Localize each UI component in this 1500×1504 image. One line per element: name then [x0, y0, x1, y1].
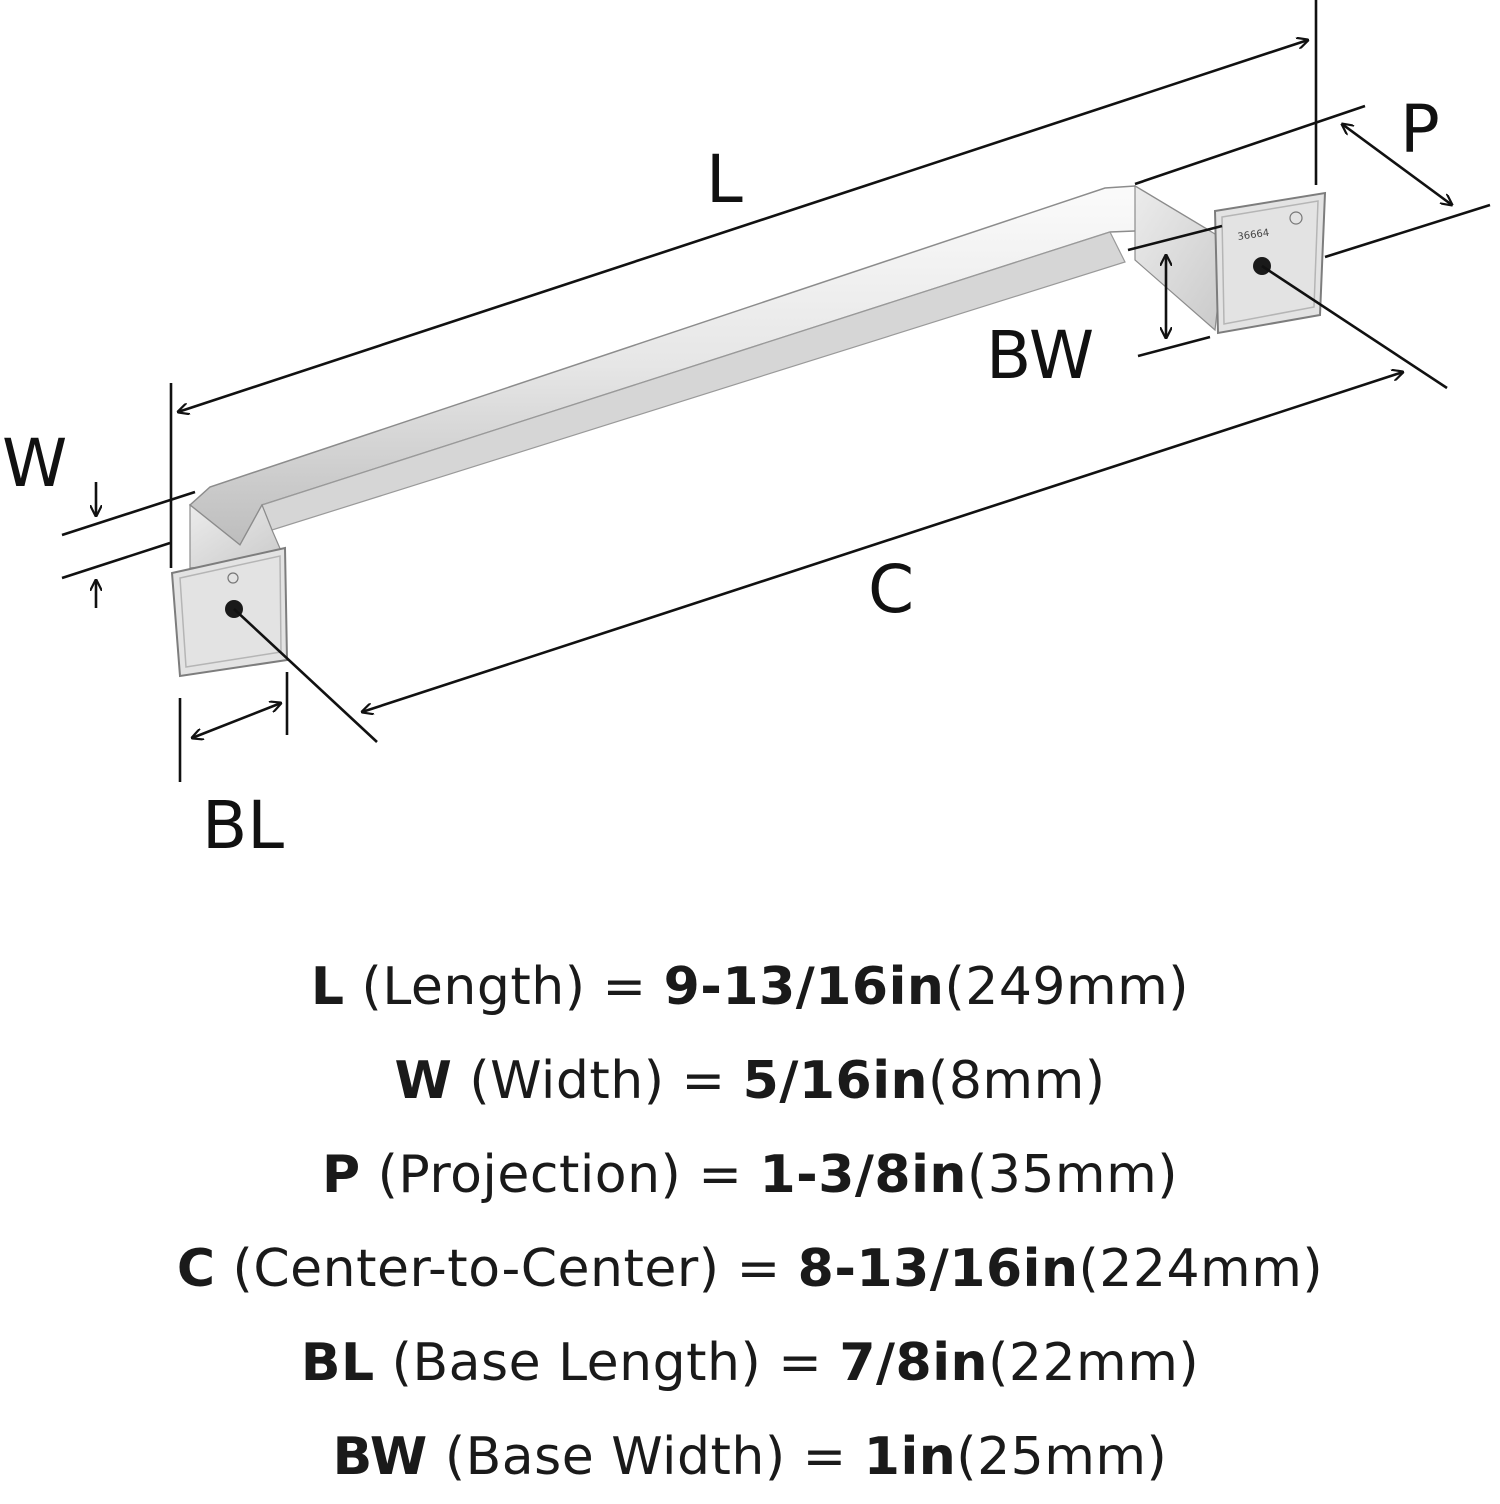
- label-W: W: [2, 425, 67, 502]
- spec-imperial: 5/16in: [742, 1051, 929, 1111]
- C-dimension-line: [362, 372, 1403, 712]
- L-dimension-line: [178, 40, 1308, 412]
- spec-line-projection: P (Projection) = 1-3/8in(35mm): [0, 1128, 1500, 1222]
- label-P: P: [1400, 91, 1440, 168]
- label-BL: BL: [202, 787, 284, 864]
- spec-line-length: L (Length) = 9-13/16in(249mm): [0, 940, 1500, 1034]
- spec-line-width: W (Width) = 5/16in(8mm): [0, 1034, 1500, 1128]
- spec-line-base-length: BL (Base Length) = 7/8in(22mm): [0, 1316, 1500, 1410]
- cabinet-handle: 36664: [170, 184, 1327, 678]
- handle-dimension-drawing: 36664 L C P BW W: [2, 0, 1491, 864]
- spec-imperial: 8-13/16in: [797, 1239, 1079, 1299]
- spec-name: (Width) =: [452, 1051, 743, 1111]
- spec-line-base-width: BW (Base Width) = 1in(25mm): [0, 1410, 1500, 1504]
- spec-code: W: [394, 1051, 453, 1111]
- spec-metric: (35mm): [966, 1145, 1179, 1205]
- spec-name: (Projection) =: [360, 1145, 760, 1205]
- label-BW: BW: [986, 317, 1094, 394]
- spec-line-center-to-center: C (Center-to-Center) = 8-13/16in(224mm): [0, 1222, 1500, 1316]
- spec-metric: (22mm): [988, 1333, 1200, 1393]
- label-L: L: [706, 141, 743, 218]
- dimension-spec-list: L (Length) = 9-13/16in(249mm) W (Width) …: [0, 940, 1500, 1504]
- spec-imperial: 1in: [863, 1427, 957, 1487]
- label-C: C: [868, 551, 914, 628]
- spec-name: (Base Width) =: [427, 1427, 864, 1487]
- spec-metric: (249mm): [944, 957, 1190, 1017]
- handle-right-leg: [1134, 184, 1226, 332]
- spec-imperial: 7/8in: [839, 1333, 989, 1393]
- spec-code: BW: [332, 1427, 428, 1487]
- spec-name: (Length) =: [344, 957, 664, 1017]
- spec-metric: (224mm): [1078, 1239, 1324, 1299]
- spec-code: BL: [300, 1333, 375, 1393]
- P-dimension-line: [1342, 124, 1452, 205]
- spec-name: (Center-to-Center) =: [215, 1239, 798, 1299]
- spec-name: (Base Length) =: [374, 1333, 840, 1393]
- spec-imperial: 9-13/16in: [663, 957, 945, 1017]
- spec-code: C: [176, 1239, 216, 1299]
- spec-imperial: 1-3/8in: [759, 1145, 967, 1205]
- dimension-lines: [61, 0, 1491, 782]
- spec-metric: (25mm): [956, 1427, 1168, 1487]
- spec-code: P: [321, 1145, 361, 1205]
- spec-metric: (8mm): [928, 1051, 1106, 1111]
- left-stamp-mark: [227, 572, 239, 584]
- BL-dimension-line: [192, 703, 281, 738]
- spec-code: L: [310, 957, 345, 1017]
